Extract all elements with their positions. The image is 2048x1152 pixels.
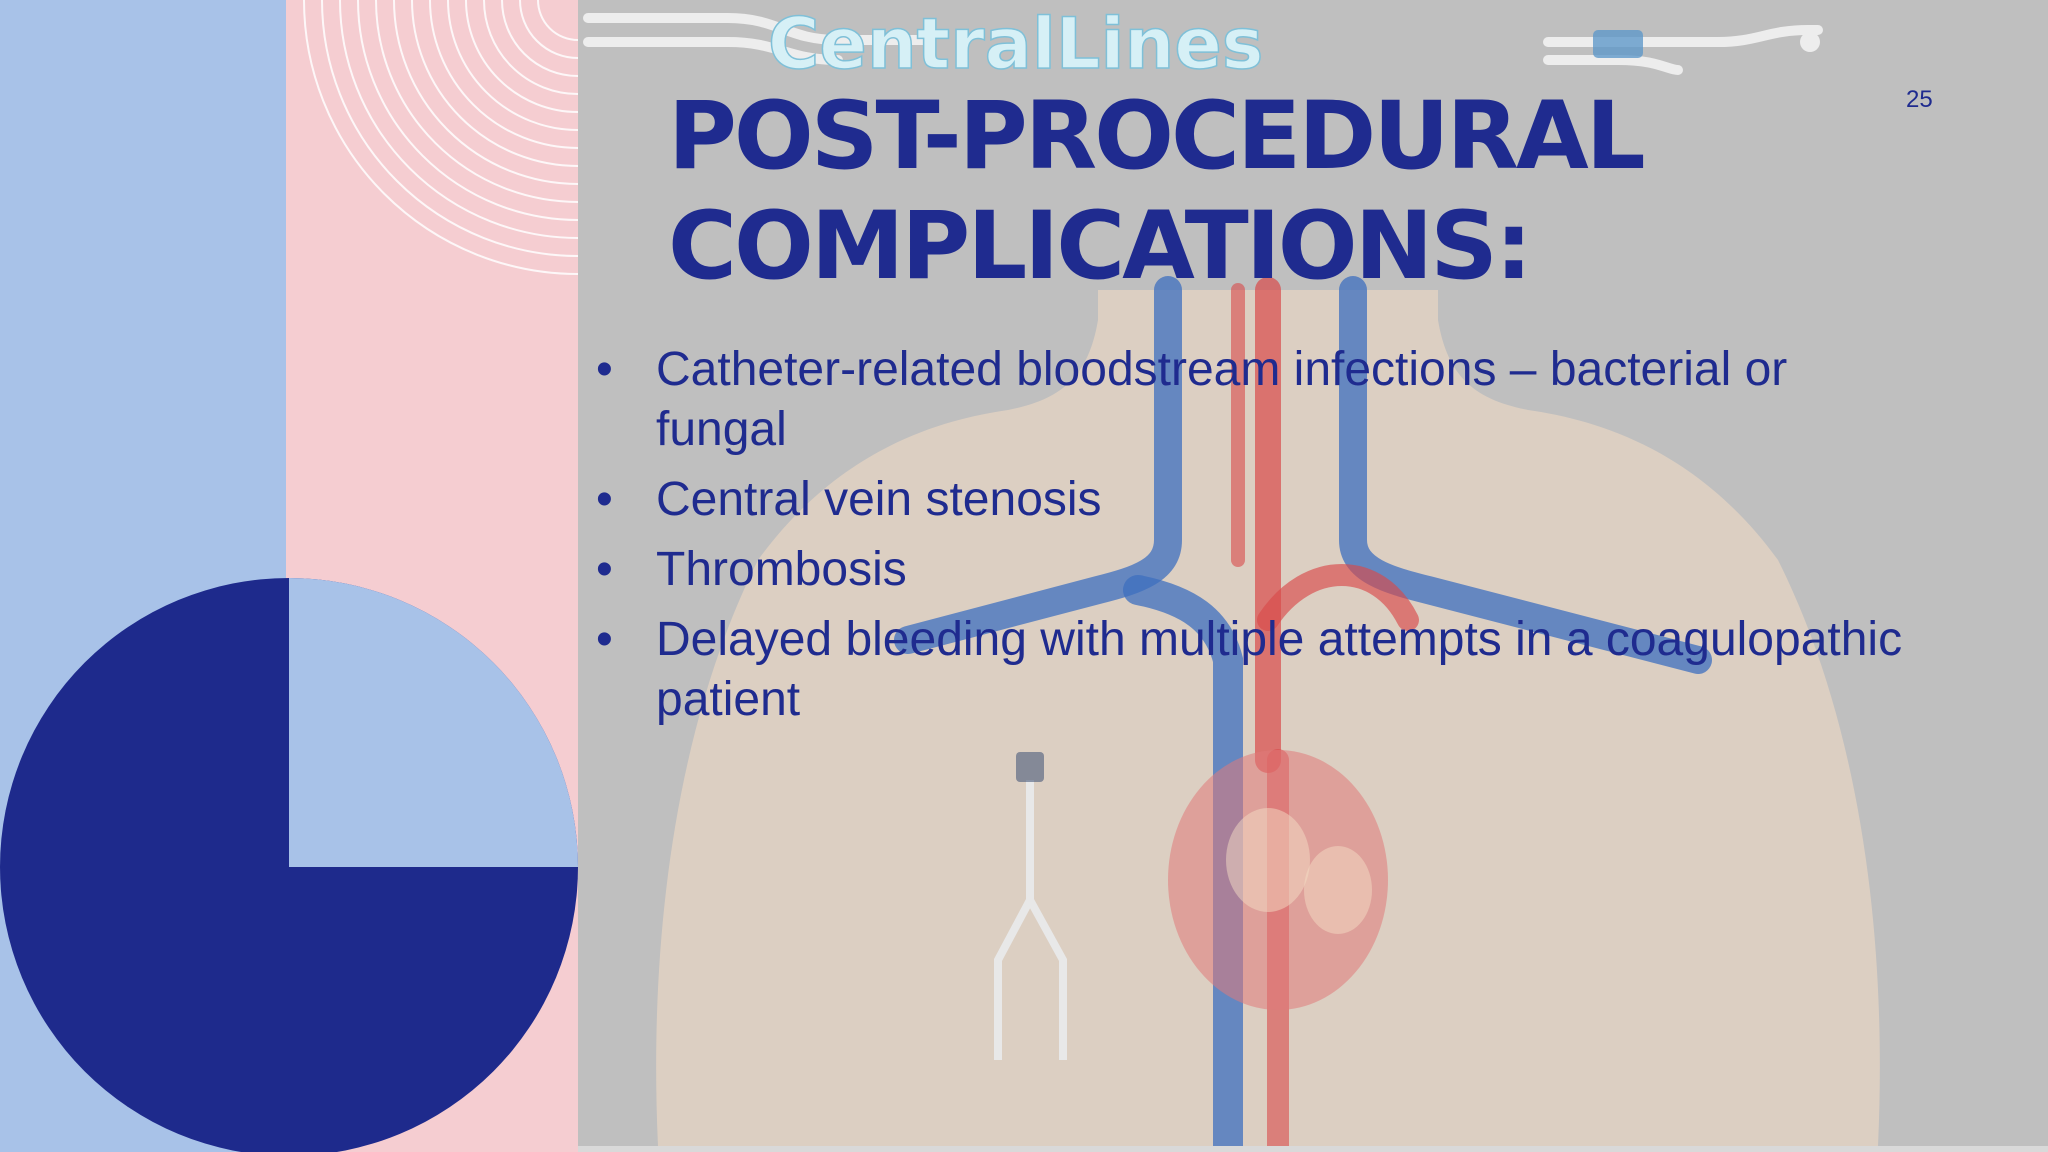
bullet-text: Central vein stenosis: [656, 473, 1102, 526]
bullet-item: • Central vein stenosis: [596, 470, 1926, 530]
bullet-item: • Thrombosis: [596, 540, 1926, 600]
bullet-marker: •: [596, 543, 613, 596]
bullet-text: Delayed bleeding with multiple attempts …: [656, 613, 1903, 726]
bullet-item: • Catheter-related bloodstream infection…: [596, 340, 1926, 460]
navy-circle-decoration: [0, 578, 578, 1152]
slide-title: POST-PROCEDURAL COMPLICATIONS:: [668, 82, 1868, 302]
bullet-item: • Delayed bleeding with multiple attempt…: [596, 610, 1926, 730]
content-area: CentralLines: [578, 0, 2048, 1146]
title-line-1: POST-PROCEDURAL: [668, 82, 1646, 191]
bullet-marker: •: [596, 613, 613, 666]
bullet-marker: •: [596, 343, 613, 396]
catheter-port-icon: [1016, 752, 1044, 782]
bottom-edge: [578, 1146, 2048, 1152]
central-lines-illustration: CentralLines: [583, 2, 1880, 1146]
bullet-text: Thrombosis: [656, 543, 907, 596]
catheter-hub-icon: [1593, 30, 1643, 58]
title-line-2: COMPLICATIONS:: [668, 192, 1533, 301]
concentric-rings-decoration: [303, 0, 578, 275]
bullet-text: Catheter-related bloodstream infections …: [656, 343, 1788, 456]
bullet-marker: •: [596, 473, 613, 526]
logo-text: CentralLines: [768, 3, 1263, 85]
catheter-end-icon: [1800, 32, 1820, 52]
bullet-list: • Catheter-related bloodstream infection…: [596, 340, 1926, 740]
page-number: 25: [1906, 86, 1933, 113]
